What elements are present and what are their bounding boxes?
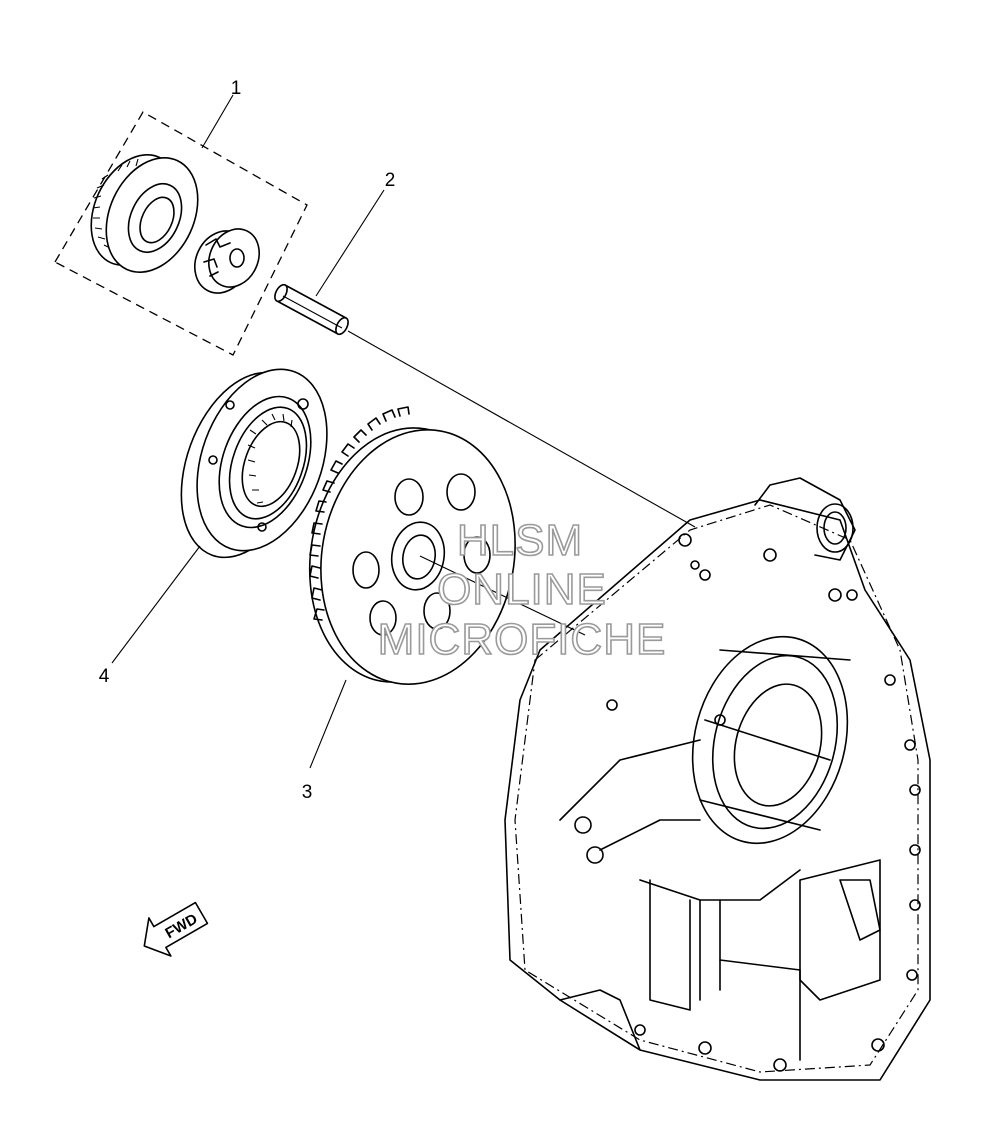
callout-2[interactable]: 2	[385, 170, 396, 191]
part-1-idle-gear-assembly[interactable]	[54, 111, 308, 356]
watermark-line-1: HLSM	[457, 516, 583, 565]
crankcase	[504, 477, 931, 1081]
callout-4[interactable]: 4	[99, 666, 110, 687]
callout-1[interactable]: 1	[231, 78, 242, 99]
leader-3	[309, 679, 347, 769]
watermark-line-3: MICROFICHE	[378, 615, 667, 664]
shaft-axis-line	[347, 330, 696, 528]
part-3-starter-wheel-gear[interactable]	[290, 406, 535, 700]
leader-4	[111, 545, 201, 664]
clutch-hub	[194, 228, 260, 294]
idle-gear	[90, 153, 199, 274]
part-4-clutch-bearing[interactable]	[158, 351, 351, 575]
part-1-dashed-group-box	[54, 111, 308, 356]
leader-lines	[111, 94, 696, 769]
callout-3[interactable]: 3	[302, 782, 313, 803]
gear-axis-line	[419, 555, 586, 636]
watermark-line-2: ONLINE	[437, 565, 607, 614]
fwd-direction-arrow: FWD	[143, 901, 209, 957]
watermark: HLSM ONLINE MICROFICHE	[377, 515, 667, 665]
part-2-shaft[interactable]	[272, 283, 350, 337]
leader-1	[201, 94, 234, 149]
leader-2	[315, 189, 385, 297]
